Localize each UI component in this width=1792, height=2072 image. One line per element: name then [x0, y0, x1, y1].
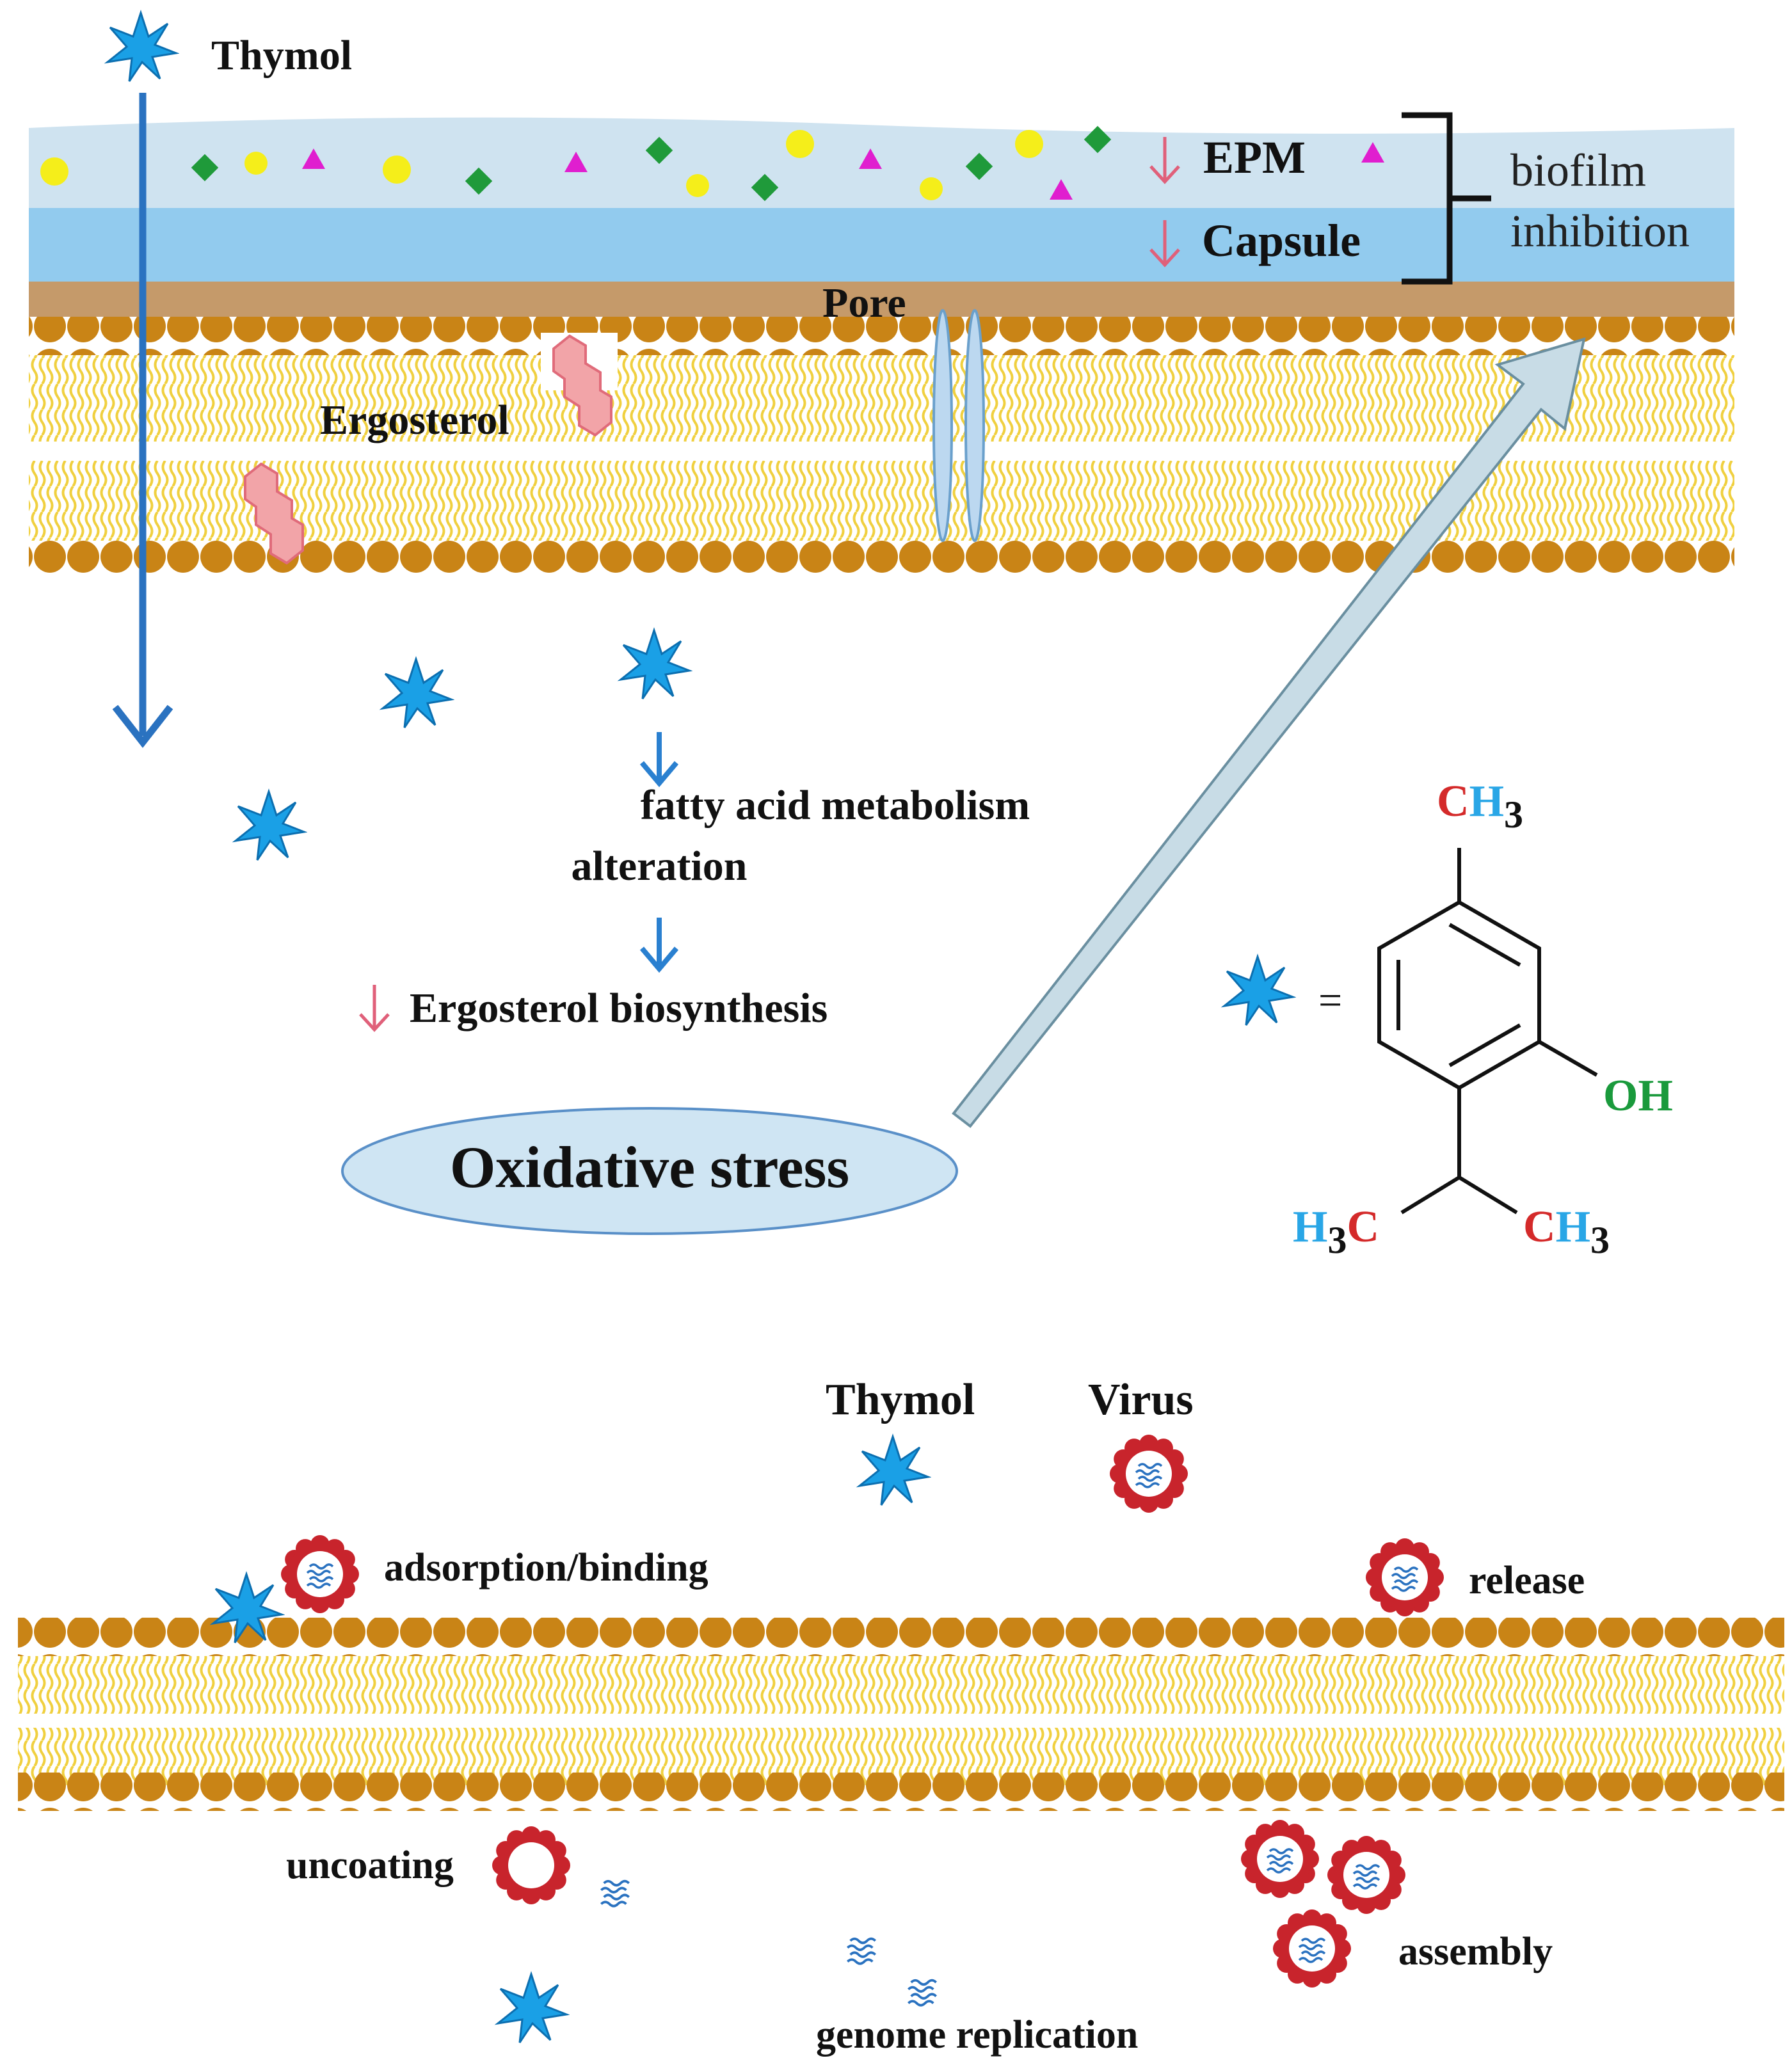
- genome-free-2: [846, 1937, 877, 1965]
- thymol-icon-legend: [1223, 955, 1294, 1026]
- release-label: release: [1469, 1559, 1585, 1602]
- fatty-acid-line-1: fatty acid metabolism: [641, 782, 1030, 829]
- biofilm-label-line-1: biofilm: [1510, 145, 1646, 196]
- epm-particles: [40, 125, 1384, 202]
- lower-lipid-heads: [29, 534, 1734, 573]
- virus-particles: [281, 1435, 1444, 1988]
- structure-left-methyl: H3C: [1293, 1202, 1379, 1261]
- thymol-entry-arrow: [112, 93, 173, 748]
- decrease-arrow-ergosterol: [360, 985, 388, 1030]
- thymol-icon-legend-bottom: [858, 1435, 929, 1506]
- biofilm-bracket: [1402, 112, 1491, 285]
- adsorption-label: adsorption/binding: [384, 1546, 708, 1590]
- epm-particle-yellow: [920, 177, 943, 200]
- genome-free-3: [907, 1979, 938, 2007]
- flow-arrow-1: [642, 732, 676, 783]
- epm-particle-yellow: [786, 130, 814, 158]
- epm-particle-yellow: [244, 152, 268, 175]
- bottom-upper-lipid-heads: [18, 1618, 1784, 1656]
- oxidative-stress-label: Oxidative stress: [450, 1135, 849, 1200]
- cell-wall-layer: [29, 282, 1734, 317]
- genome-free-1: [600, 1879, 630, 1908]
- bottom-lower-lipid-heads: [18, 1773, 1784, 1811]
- oxidative-stress-arrow: [952, 337, 1586, 1128]
- epm-particle-magenta: [1050, 179, 1073, 200]
- thymol-icon-top: [106, 12, 177, 83]
- upper-lipid-tails: [29, 355, 1734, 442]
- virus-uncoating-capsid: [492, 1826, 570, 1904]
- epm-particle-green: [965, 152, 993, 180]
- structure-right-methyl: CH3: [1523, 1202, 1610, 1261]
- thymol-label-top: Thymol: [211, 32, 352, 79]
- thymol-icon-cytoplasm-2: [620, 629, 691, 700]
- equals-sign: =: [1318, 977, 1342, 1024]
- thymol-structure: CH3 OH H3C CH3: [1293, 777, 1673, 1261]
- virus-releasing: [1366, 1538, 1444, 1616]
- structure-top-methyl: CH3: [1437, 777, 1523, 836]
- pore-label: Pore: [822, 280, 906, 326]
- epm-particle-magenta: [1361, 142, 1384, 163]
- oxidative-stress-ellipse: [341, 1107, 958, 1235]
- epm-particle-green: [1084, 125, 1112, 154]
- virus-label: Virus: [1088, 1375, 1194, 1424]
- ergosterol-label: Ergosterol: [320, 397, 509, 443]
- capsule-label: Capsule: [1202, 215, 1361, 266]
- upper-lipid-heads: [29, 317, 1734, 355]
- virus-legend: [1110, 1435, 1188, 1513]
- biofilm-epm-layer: [29, 117, 1734, 211]
- epm-particle-yellow: [383, 155, 411, 184]
- virus-assembly-2: [1327, 1836, 1405, 1914]
- assembly-label: assembly: [1398, 1930, 1553, 1973]
- epm-particle-yellow: [1015, 130, 1043, 158]
- uncoating-label: uncoating: [286, 1844, 454, 1887]
- thymol-icon-cytoplasm-3: [234, 790, 305, 861]
- top-membrane-layers: [29, 117, 1734, 573]
- ergosterol-biosynthesis-label: Ergosterol biosynthesis: [410, 985, 828, 1032]
- thymol-label-bottom: Thymol: [826, 1375, 975, 1424]
- flow-arrow-2: [642, 918, 676, 969]
- epm-particle-magenta: [302, 148, 325, 169]
- thymol-icon-cytoplasm-bottom: [497, 1973, 568, 2044]
- virus-assembly-1: [1241, 1820, 1319, 1898]
- structure-hydroxyl: OH: [1603, 1071, 1673, 1120]
- epm-particle-yellow: [686, 174, 709, 197]
- epm-particle-yellow: [40, 157, 68, 186]
- genome-replication-label: genome replication: [816, 2013, 1138, 2057]
- epm-particle-green: [191, 154, 219, 182]
- epm-label: EPM: [1203, 132, 1306, 183]
- epm-particle-green: [751, 173, 779, 202]
- virus-assembly-3: [1273, 1909, 1351, 1988]
- epm-particle-magenta: [564, 152, 588, 172]
- capsule-layer: [29, 208, 1734, 285]
- fatty-acid-line-2: alteration: [572, 843, 748, 889]
- membrane-pore: [932, 309, 985, 542]
- ergosterol-biosynthesis-text: fatty acid metabolism alteration Ergoste…: [410, 782, 1030, 1032]
- bottom-membrane-layers: [18, 1618, 1784, 1811]
- biofilm-label-line-2: inhibition: [1510, 205, 1690, 257]
- virus-adsorbing: [281, 1535, 359, 1613]
- epm-particle-magenta: [859, 148, 882, 169]
- thymol-icon-cytoplasm-1: [381, 658, 452, 729]
- bottom-upper-lipid-tails: [18, 1656, 1784, 1714]
